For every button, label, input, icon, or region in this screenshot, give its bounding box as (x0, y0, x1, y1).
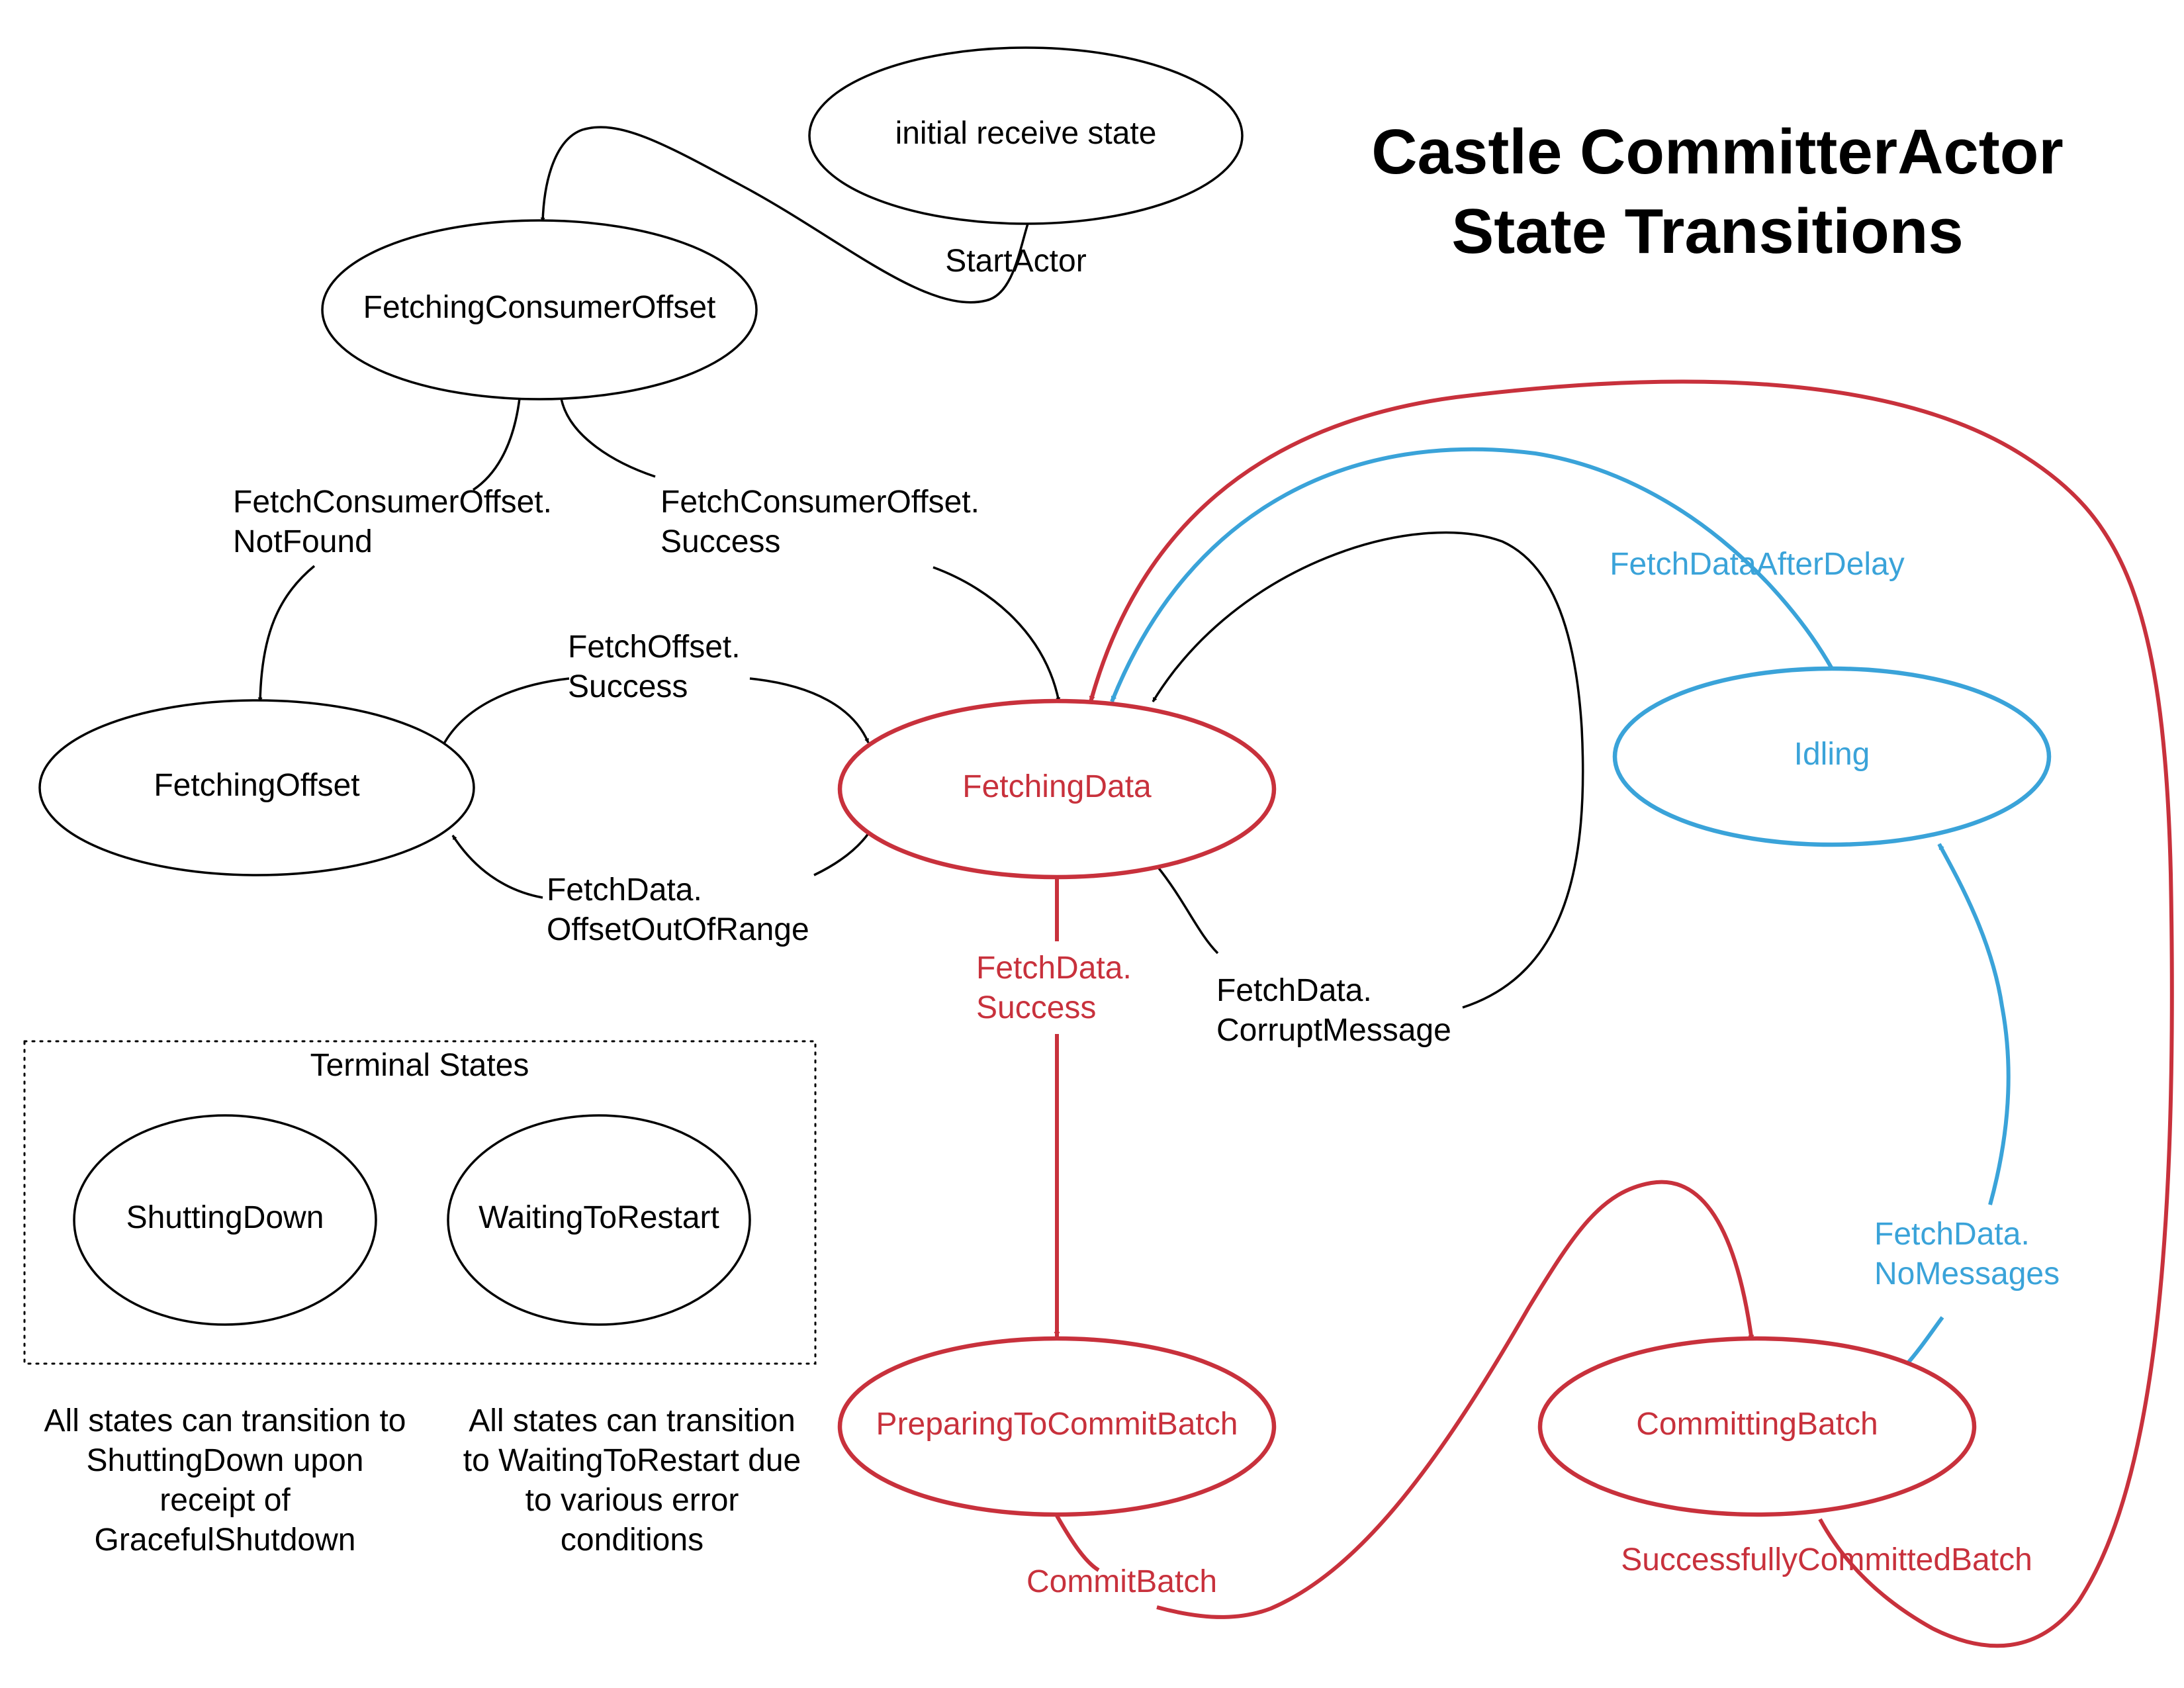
state-preparing-to-commit-batch: PreparingToCommitBatch (837, 1336, 1277, 1517)
edge-oor-right (813, 831, 870, 876)
state-committing-batch-label: CommittingBatch (1636, 1407, 1878, 1442)
state-committing-batch: CommittingBatch (1537, 1336, 1977, 1517)
label-offset-out-of-range-line-2: OffsetOutOfRange (547, 912, 809, 947)
shutting-down-note-line-4: GracefulShutdown (95, 1523, 356, 1558)
shutting-down-note-line-1: All states can transition to (44, 1403, 406, 1438)
diagram-title: Castle CommitterActor State Transitions (1371, 117, 2064, 267)
label-successfully-committed-batch: SuccessfullyCommittedBatch (1621, 1542, 2032, 1577)
state-fetching-data-shape (837, 698, 1277, 880)
state-initial-receive: initial receive state (808, 46, 1244, 225)
state-idling-label: Idling (1794, 737, 1870, 772)
state-fetching-consumer-offset-label: FetchingConsumerOffset (363, 290, 716, 325)
terminal-states-group: Terminal States ShuttingDown WaitingToRe… (23, 1040, 817, 1365)
edge-corrupt-loop (1152, 531, 1584, 1009)
state-fetching-consumer-offset-shape (321, 219, 758, 400)
state-shutting-down-label: ShuttingDown (126, 1200, 324, 1235)
title-line-1: Castle CommitterActor (1371, 117, 2064, 187)
label-fco-not-found-line-1: FetchConsumerOffset. (233, 485, 552, 520)
shutting-down-note: All states can transition to ShuttingDow… (44, 1403, 406, 1558)
state-waiting-to-restart-shape (447, 1114, 751, 1326)
label-fco-success-line-1: FetchConsumerOffset. (660, 485, 979, 520)
edge-fco-success-lower (933, 566, 1061, 702)
edge-fetch-data-after-delay (1110, 447, 1834, 703)
waiting-to-restart-note-line-2: to WaitingToRestart due (463, 1443, 801, 1478)
state-initial-receive-shape (808, 46, 1244, 225)
waiting-to-restart-note: All states can transition to WaitingToRe… (463, 1403, 801, 1558)
label-no-messages-line-1: FetchData. (1874, 1217, 2030, 1252)
label-no-messages-line-2: NoMessages (1874, 1256, 2060, 1291)
state-preparing-to-commit-batch-shape (837, 1336, 1277, 1517)
label-fo-success-line-1: FetchOffset. (568, 630, 741, 665)
label-fetch-data-after-delay: FetchDataAfterDelay (1610, 547, 1905, 582)
edge-start-actor (540, 126, 1029, 304)
edge-oor-left (451, 835, 543, 899)
state-idling-shape (1612, 666, 2052, 847)
title-line-2: State Transitions (1451, 196, 1964, 267)
state-fetching-offset-label: FetchingOffset (154, 768, 359, 803)
state-committing-batch-shape (1537, 1336, 1977, 1517)
edge-commit-batch-right (1156, 1180, 1754, 1619)
state-waiting-to-restart: WaitingToRestart (447, 1114, 751, 1326)
label-fo-success-line-2: Success (568, 669, 688, 704)
waiting-to-restart-note-line-1: All states can transition (469, 1403, 796, 1438)
edge-no-messages-upper (1937, 843, 2011, 1205)
edge-fco-success-upper (560, 398, 656, 478)
state-initial-receive-label: initial receive state (895, 116, 1157, 151)
state-fetching-offset: FetchingOffset (38, 699, 475, 876)
edge-fo-success-left (442, 677, 570, 745)
label-commit-batch: CommitBatch (1026, 1564, 1217, 1599)
edge-not-found-lower (257, 565, 316, 702)
edge-corrupt-left (1156, 865, 1219, 955)
label-fco-not-found-line-2: NotFound (233, 524, 373, 559)
label-offset-out-of-range-line-1: FetchData. (547, 872, 702, 908)
edge-no-messages-lower (1904, 1316, 1944, 1367)
state-fetching-data-label: FetchingData (962, 769, 1152, 804)
edge-fo-success-right (749, 677, 870, 743)
label-fco-success-line-2: Success (660, 524, 780, 559)
edge-not-found-upper (473, 398, 521, 491)
state-shutting-down: ShuttingDown (73, 1114, 377, 1326)
shutting-down-note-line-3: receipt of (159, 1483, 291, 1518)
state-fetching-offset-shape (38, 699, 475, 876)
edge-commit-batch-left (1055, 1515, 1100, 1572)
state-waiting-to-restart-label: WaitingToRestart (478, 1200, 719, 1235)
state-fetching-consumer-offset: FetchingConsumerOffset (321, 219, 758, 400)
label-fd-success-line-2: Success (976, 990, 1096, 1025)
label-corrupt-message-line-2: CorruptMessage (1216, 1013, 1451, 1048)
terminal-states-box (23, 1040, 817, 1365)
waiting-to-restart-note-line-4: conditions (561, 1523, 704, 1558)
edge-successfully-committed-batch (1089, 379, 2174, 1648)
waiting-to-restart-note-line-3: to various error (525, 1483, 739, 1518)
state-preparing-to-commit-batch-label: PreparingToCommitBatch (876, 1407, 1238, 1442)
state-fetching-data: FetchingData (837, 698, 1277, 880)
shutting-down-note-line-2: ShuttingDown upon (87, 1443, 364, 1478)
label-fd-success-line-1: FetchData. (976, 951, 1132, 986)
label-start-actor: StartActor (945, 244, 1086, 279)
label-corrupt-message-line-1: FetchData. (1216, 973, 1372, 1008)
state-shutting-down-shape (73, 1114, 377, 1326)
state-idling: Idling (1612, 666, 2052, 847)
terminal-states-heading: Terminal States (310, 1048, 529, 1083)
